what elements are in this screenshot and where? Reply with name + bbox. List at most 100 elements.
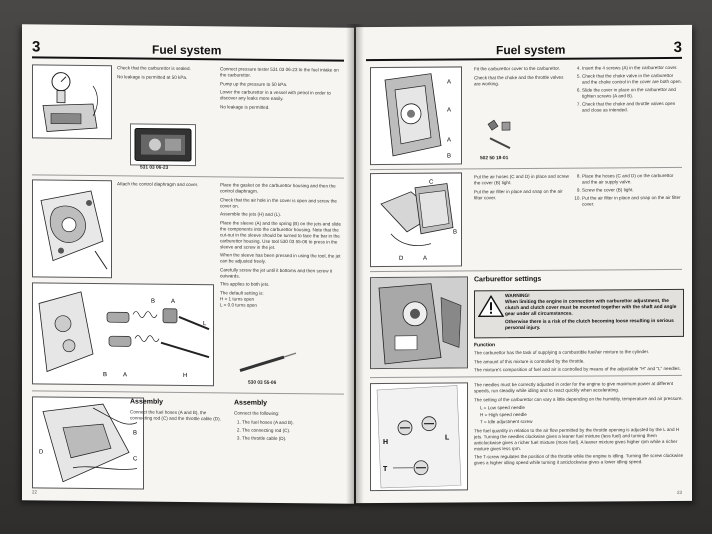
text-line: Fit the carburettor cover to the carbure…: [474, 65, 561, 72]
right-sec3-text: Carburettor settings: [474, 275, 684, 287]
warning-body-2: Otherwise there is a risk of the clutch …: [505, 318, 674, 332]
right-sec1-col1: Fit the carburettor cover to the carbure…: [474, 66, 570, 90]
text-line: The T-screw regulates the position of th…: [474, 452, 684, 466]
list-item: Insert the 4 screws (A) in the carburett…: [582, 65, 682, 72]
text-line: The mixture's composition of fuel and ai…: [474, 365, 681, 373]
left-fig-pressure-test: [32, 64, 112, 140]
left-sec1-col2: Connect pressure tester 531 03 06-23 to …: [220, 66, 342, 113]
left-divider-1: [32, 174, 344, 179]
warning-box: WARNING! When limiting the engine in con…: [474, 288, 684, 339]
warning-triangle-icon: [478, 295, 504, 318]
text-line: Check that the carburettor is sealed.: [117, 65, 191, 72]
book-gutter: [346, 24, 364, 506]
right-folio: 23: [676, 489, 682, 495]
fig-label-d: D: [39, 449, 44, 455]
list-item: Check that the choke valve in the carbur…: [582, 73, 682, 86]
fig-label-l: L: [445, 435, 450, 442]
left-page-title: Fuel system: [152, 42, 222, 58]
right-tool-photo: [482, 118, 516, 154]
left-sec3-col2: Assembly Connect the following: The fuel…: [234, 399, 344, 444]
fig-label-b2: B: [453, 229, 457, 235]
fig-label-b2: B: [103, 372, 107, 378]
left-sec1-col1: Check that the carburettor is sealed. No…: [117, 65, 205, 83]
text-line: The setting of the carburettor can vary …: [474, 395, 683, 402]
left-page-number: 3: [32, 38, 41, 56]
right-divider-2: [370, 268, 682, 273]
assembly-list: The fuel hoses (A and B). The connecting…: [234, 419, 344, 442]
right-sec1-col2: Insert the 4 screws (A) in the carburett…: [574, 65, 682, 116]
fig-label-b3: B: [133, 430, 137, 436]
left-page: 3 Fuel system Check that the carburettor…: [22, 24, 354, 504]
text-line: This applies to both jets.: [220, 281, 270, 287]
fig-label-h: H: [183, 373, 187, 379]
right-part-number: 502 50 18-01: [480, 156, 509, 162]
list-item: The throttle cable (D).: [242, 435, 344, 442]
fig-label-a2: A: [447, 108, 451, 114]
text-line: Lower the carburettor in a vessel with p…: [220, 89, 331, 102]
text-line: Put the air filter in place and snap on …: [474, 188, 563, 200]
list-item: The fuel hoses (A and B).: [242, 419, 344, 426]
text-line: When the sleeve has been pressed in usin…: [220, 252, 341, 264]
text-line: No leakage is permitted.: [220, 103, 270, 110]
fig-label-l: L: [203, 321, 207, 327]
list-item: The connecting rod (C).: [242, 427, 344, 434]
list-item: Slide the cover in place on the carburet…: [582, 87, 682, 100]
list-item: Screw the cover (B) tight.: [582, 187, 682, 194]
air-filter-steps-list: Place the hoses (C and D) on the carbure…: [574, 173, 682, 208]
fig-label-a: A: [171, 299, 175, 305]
text-line: Attach the control diaphragm and cover.: [117, 181, 199, 188]
text-line: T = Idle adjustment screw: [480, 418, 533, 425]
text-line: Check that the choke and the throttle va…: [474, 74, 564, 86]
assembly-heading-1: Assembly: [130, 398, 164, 406]
text-line: Assemble the jets (H) and (L).: [220, 211, 282, 217]
warning-text: WARNING! When limiting the engine in con…: [505, 293, 679, 332]
left-page-header: 3 Fuel system: [32, 38, 344, 62]
right-fig-carburettor-cover: A A A B: [370, 66, 462, 166]
text-line: Put the air hoses (C and D) in place and…: [474, 173, 569, 186]
warning-body: When limiting the engine in connection w…: [505, 298, 677, 318]
text-line: The carburettor has the task of supplyin…: [474, 349, 650, 356]
fig-label-a3: A: [447, 138, 451, 144]
fig-label-a4: A: [423, 256, 427, 262]
left-fig-assembly: B C D: [32, 396, 144, 490]
text-line: Place the sleeve (A) and the spring (B) …: [220, 219, 342, 250]
right-fig-air-filter: C D A B: [370, 172, 462, 268]
right-page-header: Fuel system 3: [366, 38, 682, 62]
fig-label-b: B: [151, 299, 155, 305]
text-line: Connect the fuel hoses (A and B), the co…: [130, 409, 221, 422]
text-line: The fuel quantity in relation to the air…: [474, 426, 680, 451]
list-item: Check that the choke and throttle valves…: [582, 101, 682, 114]
text-line: Pump up the pressure to 50 kPa.: [220, 80, 288, 87]
right-page: Fuel system 3 A A A B Fit the carburetto…: [356, 24, 692, 504]
left-sec3-col1: Assembly Connect the fuel hoses (A and B…: [130, 398, 222, 424]
right-fig-settings-photo: [370, 276, 468, 370]
list-item: Put the air filter in place and snap on …: [582, 195, 682, 208]
text-line: Carefully screw the jet until it bottoms…: [220, 266, 333, 279]
right-sec2-col2: Place the hoses (C and D) on the carbure…: [574, 173, 682, 210]
left-part-number-2: 530 03 55-06: [248, 380, 277, 386]
text-line: Place the gasket on the carburettor hous…: [220, 182, 336, 194]
text-line: L = 0.0 turns open: [220, 301, 257, 308]
left-fig-control-diaphragm: [32, 179, 112, 279]
text-line: The needles must be correctly adjusted i…: [474, 380, 674, 394]
cover-steps-list: Insert the 4 screws (A) in the carburett…: [574, 65, 682, 114]
left-part-number-1: 531 03 06-23: [140, 165, 169, 171]
fig-label-d: D: [399, 256, 404, 262]
function-heading: Function: [474, 342, 496, 349]
fig-label-h: H: [383, 439, 388, 446]
right-sec2-col1: Put the air hoses (C and D) in place and…: [474, 174, 570, 204]
text-line: Connect the following:: [234, 410, 280, 416]
text-line: No leakage is permitted at 50 kPa.: [117, 73, 188, 80]
fig-label-c: C: [133, 456, 138, 462]
right-sec4-text: The needles must be correctly adjusted i…: [474, 381, 684, 469]
text-line: Check that the air hole in the cover is …: [220, 196, 337, 209]
assembly-heading-2: Assembly: [234, 399, 268, 407]
list-item: Place the hoses (C and D) on the carbure…: [582, 173, 682, 186]
fig-label-c: C: [429, 180, 434, 186]
left-folio: 22: [32, 489, 38, 495]
right-divider-3: [370, 374, 682, 379]
right-divider-1: [370, 166, 682, 171]
right-fig-needles: H L T: [370, 382, 468, 492]
text-line: Connect pressure tester 531 03 06-23 to …: [220, 66, 339, 78]
